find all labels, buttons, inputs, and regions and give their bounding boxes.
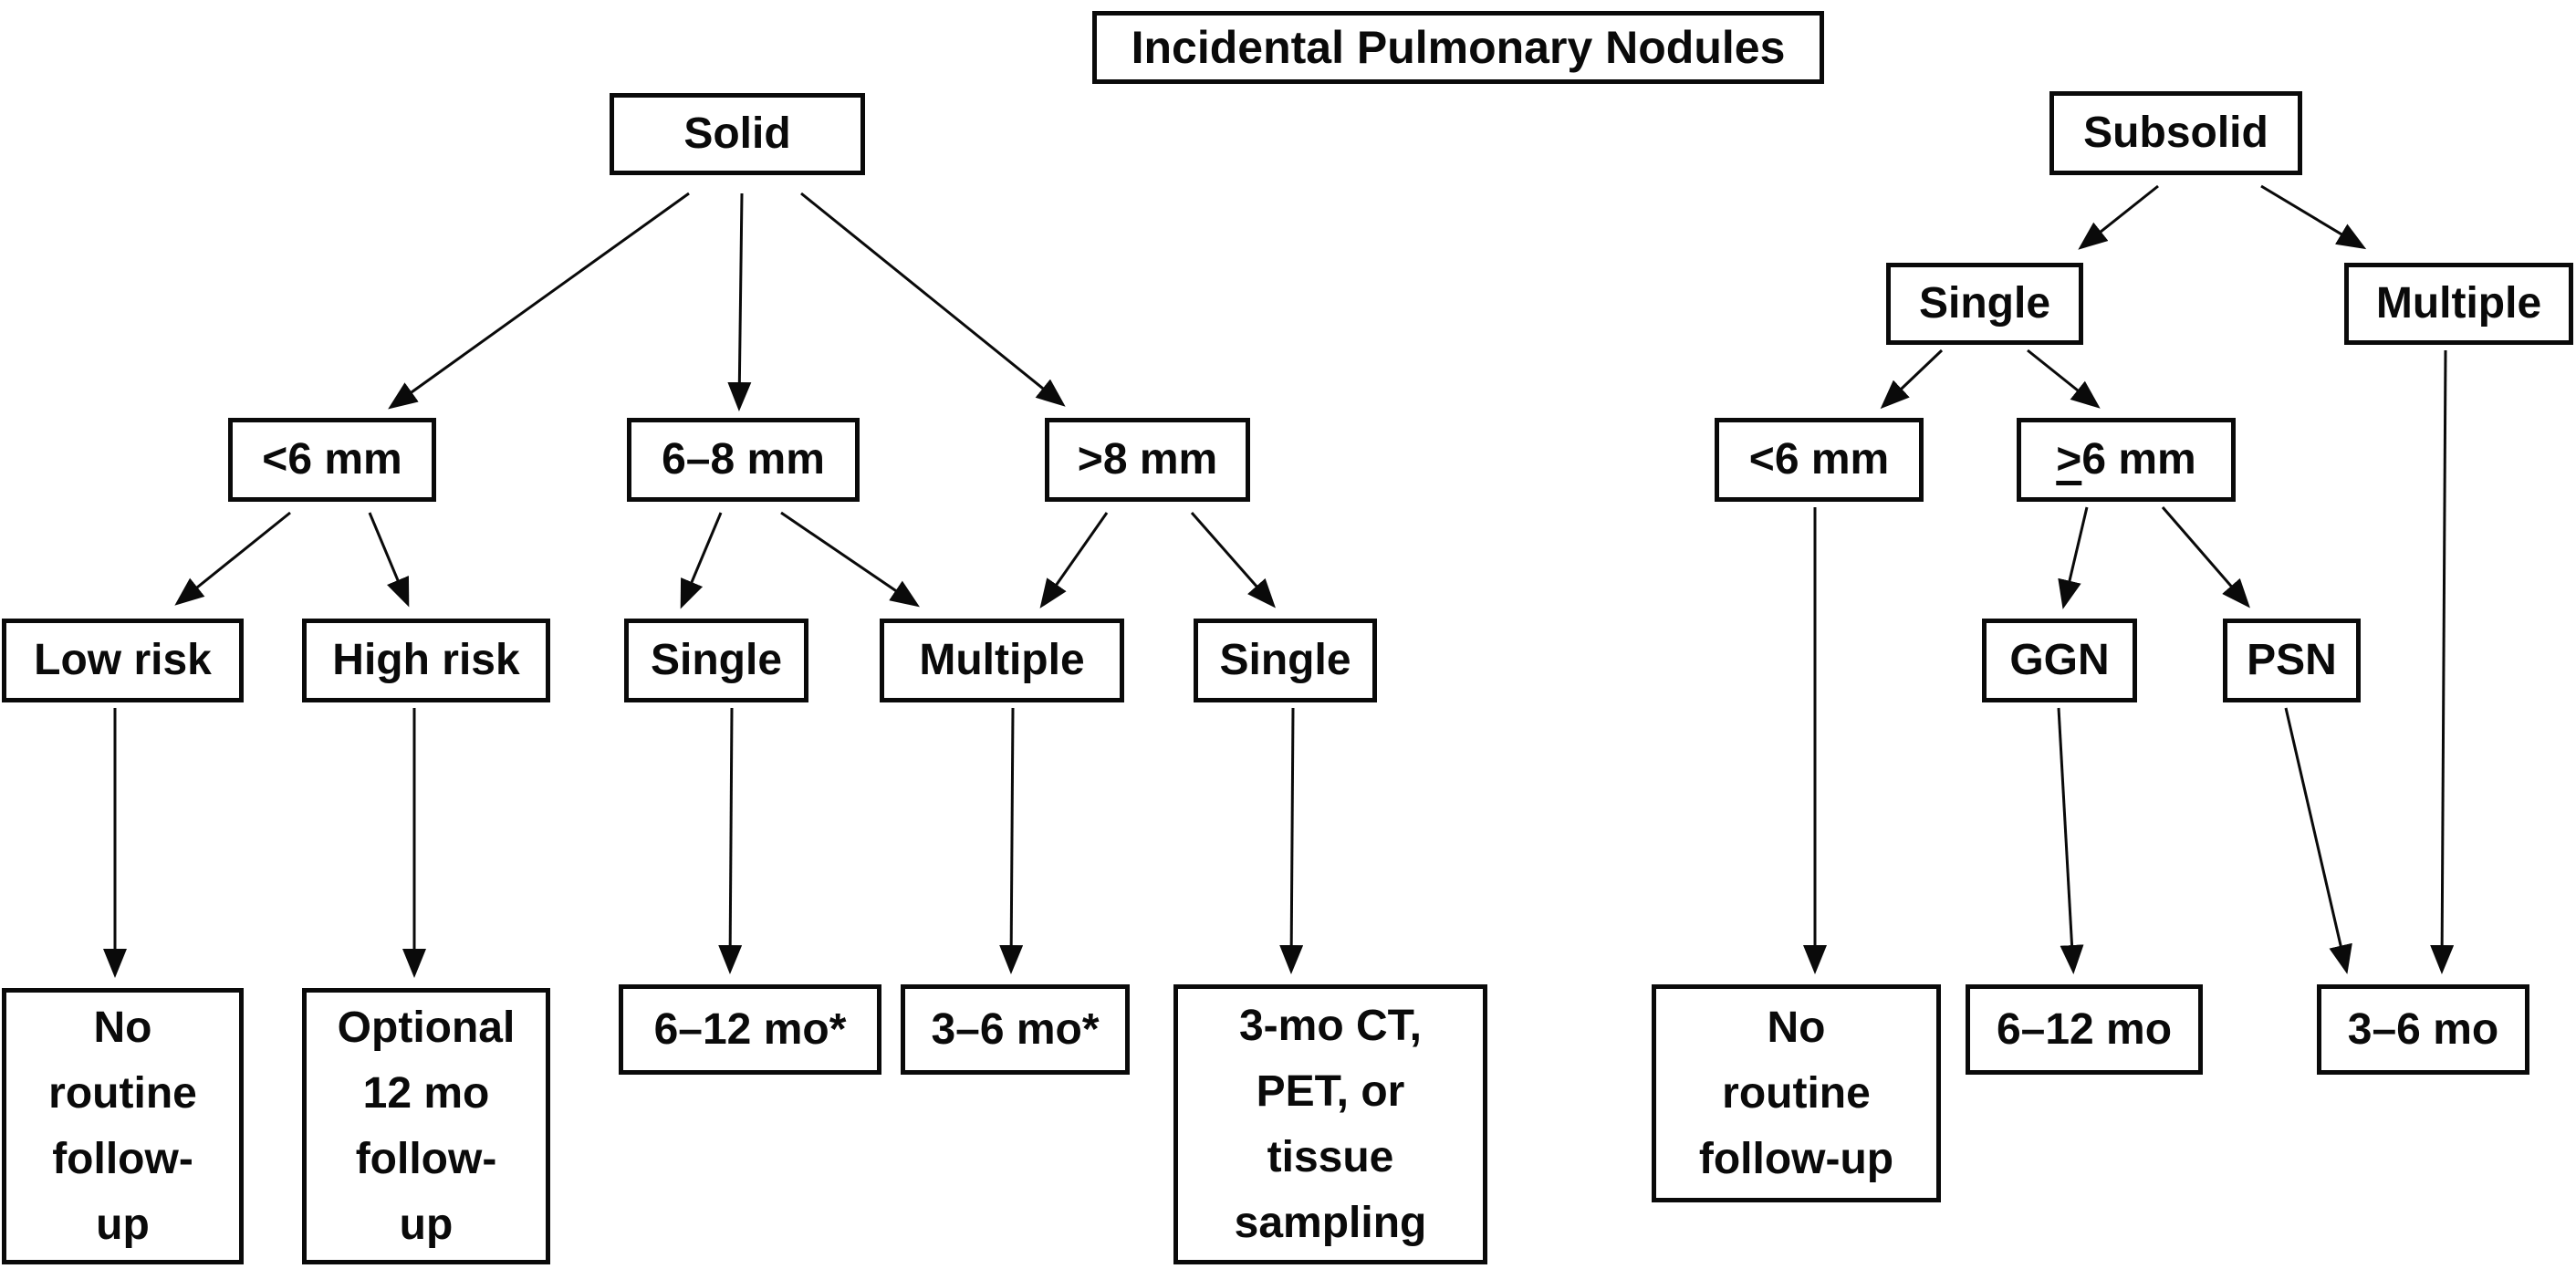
node-solid-6-8-single: Single <box>624 619 808 702</box>
arrow-ggn-to-6-12mo <box>2057 707 2084 974</box>
arrow-solid-to-6-8mm <box>727 192 752 411</box>
node-subsolid-single: Single <box>1886 263 2083 345</box>
node-subsolid-ge6mm: >6 mm <box>2017 418 2236 502</box>
node-psn: PSN <box>2223 619 2361 702</box>
arrow-single-to-6-12mo <box>718 707 743 974</box>
outcome-3-6mo-subsolid: 3–6 mo <box>2317 984 2529 1075</box>
outcome-6-12mo-star: 6–12 mo* <box>619 984 881 1075</box>
arrow-ge6mm-to-ggn <box>2058 506 2089 609</box>
node-solid-multiple: Multiple <box>880 619 1124 702</box>
outcome-3-6mo-star: 3–6 mo* <box>901 984 1130 1075</box>
arrow-solid-to-lt6mm <box>388 192 690 410</box>
arrow-single-to-ge6mm <box>2027 348 2101 409</box>
arrow-single-to-lt6mm <box>1880 348 1944 410</box>
arrow-single-to-ct-pet <box>1279 707 1304 974</box>
ge-text: 6 mm <box>2081 435 2196 484</box>
arrow-gt8mm-to-multiple <box>1039 512 1109 608</box>
outcome-6-12mo-subsolid: 6–12 mo <box>1966 984 2203 1075</box>
outcome-no-routine-followup-subsolid: No routine follow-up <box>1652 984 1941 1202</box>
arrow-multiple-to-3-6mo <box>999 707 1024 974</box>
arrow-multiple-to-3-6mo-long <box>2430 349 2455 974</box>
node-subsolid: Subsolid <box>2049 91 2302 175</box>
arrow-6-8mm-to-multiple <box>780 511 920 608</box>
ge-symbol: > <box>2056 435 2082 484</box>
arrow-lt6mm-to-low-risk <box>174 511 291 606</box>
node-solid-6-8mm: 6–8 mm <box>627 418 860 502</box>
node-subsolid-multiple: Multiple <box>2344 263 2573 345</box>
arrow-ge6mm-to-psn <box>2161 506 2250 608</box>
node-solid: Solid <box>610 93 865 175</box>
chart-title: Incidental Pulmonary Nodules <box>1092 11 1824 84</box>
arrow-6-8mm-to-single <box>680 512 723 609</box>
arrow-gt8mm-to-single <box>1190 512 1276 608</box>
node-low-risk: Low risk <box>2 619 244 702</box>
node-solid-gt8mm: >8 mm <box>1045 418 1250 502</box>
node-ggn: GGN <box>1982 619 2137 702</box>
arrow-lt6mm-to-high-risk <box>368 512 410 608</box>
arrow-subsolid-to-single <box>2078 184 2159 250</box>
arrow-psn-to-3-6mo <box>2284 707 2352 974</box>
arrow-subsolid-to-multiple <box>2260 184 2367 250</box>
node-solid-gt8-single: Single <box>1194 619 1377 702</box>
node-solid-lt6mm: <6 mm <box>228 418 436 502</box>
outcome-ct-pet-tissue-sampling: 3-mo CT, PET, or tissue sampling <box>1173 984 1487 1264</box>
arrow-solid-to-gt8mm <box>800 192 1066 407</box>
outcome-optional-12mo-followup: Optional 12 mo follow- up <box>302 988 550 1264</box>
node-high-risk: High risk <box>302 619 550 702</box>
node-subsolid-lt6mm: <6 mm <box>1715 418 1924 502</box>
outcome-no-routine-followup: No routine follow- up <box>2 988 244 1264</box>
